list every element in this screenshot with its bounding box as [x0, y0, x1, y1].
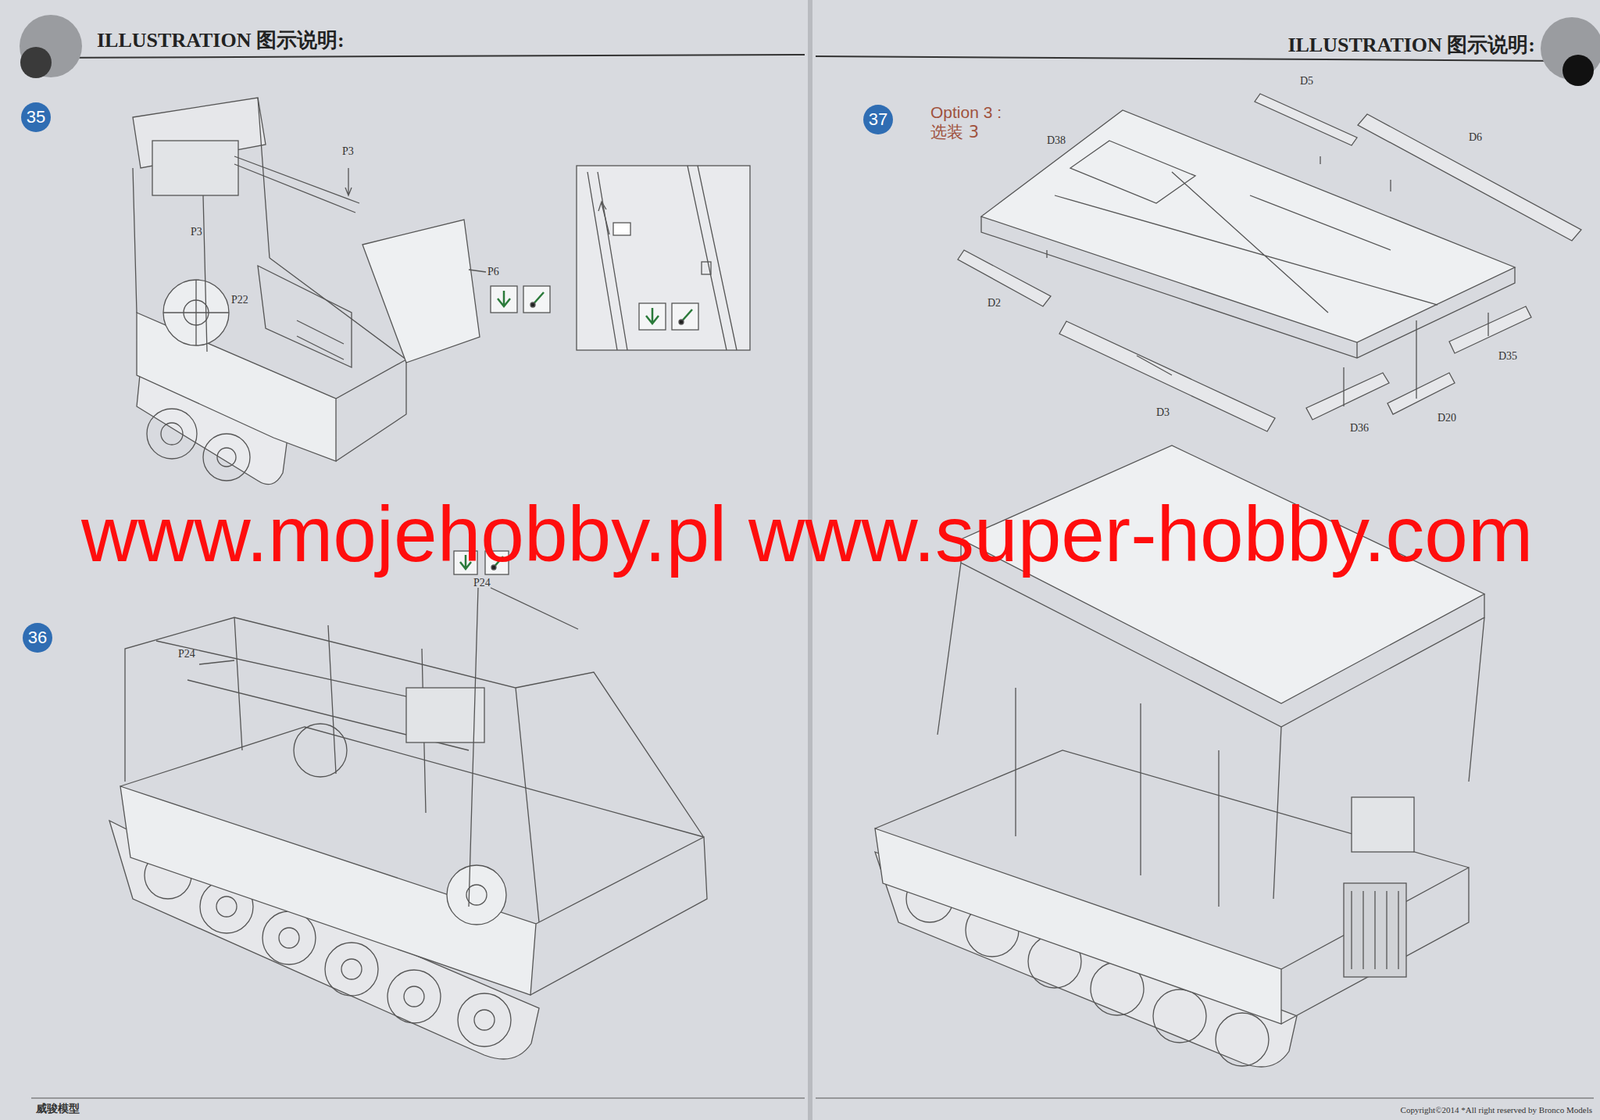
step37-drawing — [875, 93, 1582, 1067]
watermark: www.mojehobby.pl www.super-hobby.com — [81, 490, 1533, 577]
part-number: D36 — [1350, 421, 1369, 434]
part-number: D5 — [1300, 75, 1314, 87]
part-number: P6 — [487, 265, 500, 278]
part-number: P3 — [342, 145, 354, 158]
part-number: P24 — [473, 576, 491, 589]
part-number: P3 — [190, 225, 203, 238]
page-furniture — [19, 0, 1600, 1120]
step35-drawing — [132, 97, 750, 485]
part-number: P24 — [178, 647, 196, 660]
step-number-text: 37 — [868, 109, 888, 130]
step-number-text: 35 — [26, 107, 46, 128]
step-number: 37 — [863, 104, 893, 135]
part-number: P22 — [231, 293, 249, 306]
part-number: D38 — [1046, 134, 1066, 147]
option-label: 选装 3 — [930, 123, 979, 142]
copyright-note: Copyright©2014 *All right reserved by Br… — [1400, 1104, 1593, 1115]
option-label: Option 3 : — [930, 103, 1002, 122]
publisher-name: 威骏模型 — [35, 1102, 80, 1115]
page-header: ILLUSTRATION 图示说明: — [96, 29, 345, 53]
step-number: 36 — [22, 622, 53, 653]
step36-drawing — [109, 550, 708, 1059]
step-number: 35 — [21, 102, 51, 133]
part-number: D3 — [1156, 406, 1170, 418]
part-number: D20 — [1437, 411, 1457, 424]
part-number: D6 — [1468, 131, 1483, 143]
step-number-text: 36 — [28, 627, 47, 648]
page-header: ILLUSTRATION 图示说明: — [1287, 34, 1536, 58]
part-number: D35 — [1498, 350, 1518, 362]
part-number: D2 — [987, 296, 1001, 309]
